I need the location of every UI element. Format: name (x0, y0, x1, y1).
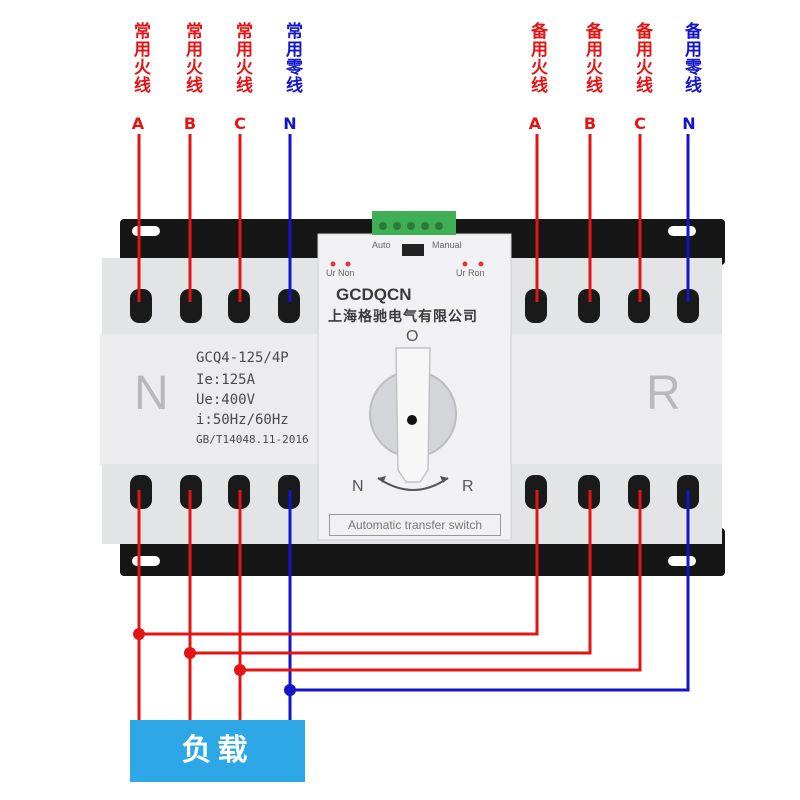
terminal-top-n (278, 289, 300, 323)
terminal-top-a (130, 289, 152, 323)
model-text: GCQ4-125/4P (196, 350, 289, 366)
frequency-text: i:50Hz/60Hz (196, 412, 289, 428)
current-text: Ie:125A (196, 372, 256, 388)
led-left-2 (345, 261, 351, 267)
rail-slot-br (668, 556, 696, 566)
terminal-top-rn (677, 289, 699, 323)
normal-phase-n: N (283, 114, 297, 133)
junction-c (234, 664, 246, 676)
wire-backup-a-out (139, 490, 539, 636)
backup-phase-c: C (634, 114, 646, 133)
junction-b (184, 647, 196, 659)
mode-manual-label: Manual (432, 240, 462, 250)
wire-backup-c-out (240, 490, 642, 672)
standard-text: GB/T14048.11-2016 (196, 433, 309, 446)
backup-label-n: 备用零线 (681, 22, 701, 94)
backup-phase-b: B (583, 114, 597, 133)
terminal-top-b (180, 289, 202, 323)
backup-phase-n: N (682, 114, 696, 133)
backup-phase-a: A (528, 114, 542, 133)
junction-n (284, 684, 296, 696)
rail-slot-tl (132, 226, 160, 236)
indicator-left-label: Ur Non (326, 268, 355, 278)
terminal-bot-a (130, 475, 152, 509)
dial-arrow-left (378, 476, 386, 483)
dial-n-label: N (352, 478, 364, 495)
led-right-1 (462, 261, 468, 267)
control-screw (421, 222, 429, 230)
rotary-knob-handle (395, 347, 431, 483)
wire-backup-n-out (290, 490, 690, 692)
control-screw (379, 222, 387, 230)
normal-label-a: 常用火线 (130, 22, 150, 94)
junction-a (133, 628, 145, 640)
backup-label-b: 备用火线 (582, 22, 602, 94)
ats-footer-label: Automatic transfer switch (329, 514, 501, 536)
normal-phase-c: C (234, 114, 246, 133)
backup-label-c: 备用火线 (632, 22, 652, 94)
normal-label-n: 常用零线 (282, 22, 302, 94)
dial-r-label: R (462, 478, 474, 495)
top-wires (137, 134, 690, 302)
brand-name: GCDQCN (336, 285, 412, 304)
rail-slot-bl (132, 556, 160, 566)
backup-label-a: 备用火线 (527, 22, 547, 94)
left-side-letter: N (134, 367, 169, 420)
terminal-top-rc (628, 289, 650, 323)
normal-label-b: 常用火线 (182, 22, 202, 94)
indicator-right-label: Ur Ron (456, 268, 485, 278)
rotary-knob-pointer (407, 415, 417, 425)
control-screw (435, 222, 443, 230)
dial-arrow-right (440, 476, 448, 483)
dial-arc (377, 477, 449, 491)
mode-auto-label: Auto (372, 240, 391, 250)
voltage-text: Ue:400V (196, 392, 256, 408)
wire-backup-b-out (190, 490, 592, 655)
mode-slider (402, 244, 424, 256)
normal-phase-b: B (183, 114, 197, 133)
dial-zero-label: O (406, 328, 419, 345)
company-name: 上海格驰电气有限公司 (328, 309, 478, 325)
control-screw (393, 222, 401, 230)
led-left-1 (330, 261, 336, 267)
rail-slot-tr (668, 226, 696, 236)
normal-label-c: 常用火线 (232, 22, 252, 94)
terminal-top-c (228, 289, 250, 323)
load-box: 负载 (130, 720, 305, 782)
right-side-letter: R (646, 367, 681, 420)
terminal-top-ra (525, 289, 547, 323)
control-terminal-block (372, 211, 456, 235)
led-right-2 (478, 261, 484, 267)
bottom-wires (133, 490, 690, 720)
terminal-top-rb (578, 289, 600, 323)
normal-phase-a: A (131, 114, 145, 133)
control-screw (407, 222, 415, 230)
top-terminals (130, 289, 699, 323)
